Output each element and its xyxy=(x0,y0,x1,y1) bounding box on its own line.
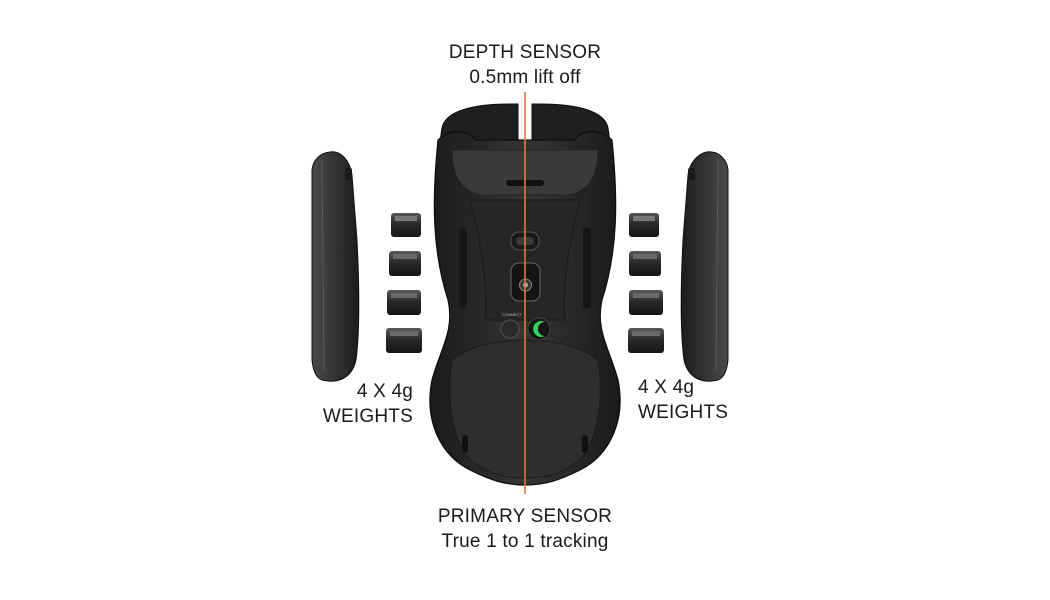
depth-sensor-title: DEPTH SENSOR xyxy=(448,42,602,63)
primary-sensor-title: PRIMARY SENSOR xyxy=(437,506,613,527)
weight-right-2 xyxy=(629,251,661,276)
right-weights-label: 4 X 4g WEIGHTS xyxy=(638,375,783,425)
weight-left-4 xyxy=(386,328,422,353)
weight-left-1 xyxy=(391,213,421,237)
connect-label: CONNECT xyxy=(502,312,522,317)
right-side-panel xyxy=(680,151,729,382)
weight-right-3 xyxy=(629,290,663,315)
primary-sensor-subtitle: True 1 to 1 tracking xyxy=(441,531,609,552)
weight-left-2 xyxy=(389,251,421,276)
left-weights-line2: WEIGHTS xyxy=(322,406,413,427)
primary-sensor-label: PRIMARY SENSOR True 1 to 1 tracking xyxy=(395,504,655,554)
depth-sensor-subtitle: 0.5mm lift off xyxy=(469,67,581,88)
right-weights xyxy=(628,213,664,353)
depth-sensor-label: DEPTH SENSOR 0.5mm lift off xyxy=(400,40,650,90)
right-weights-line1: 4 X 4g xyxy=(638,377,695,398)
weight-left-3 xyxy=(387,290,421,315)
left-weights xyxy=(386,213,422,353)
left-weights-line1: 4 X 4g xyxy=(356,381,413,402)
weight-right-1 xyxy=(629,213,659,237)
weight-right-4 xyxy=(628,328,664,353)
left-weights-label: 4 X 4g WEIGHTS xyxy=(268,379,413,429)
left-side-panel xyxy=(311,151,360,382)
right-weights-line2: WEIGHTS xyxy=(638,402,729,423)
